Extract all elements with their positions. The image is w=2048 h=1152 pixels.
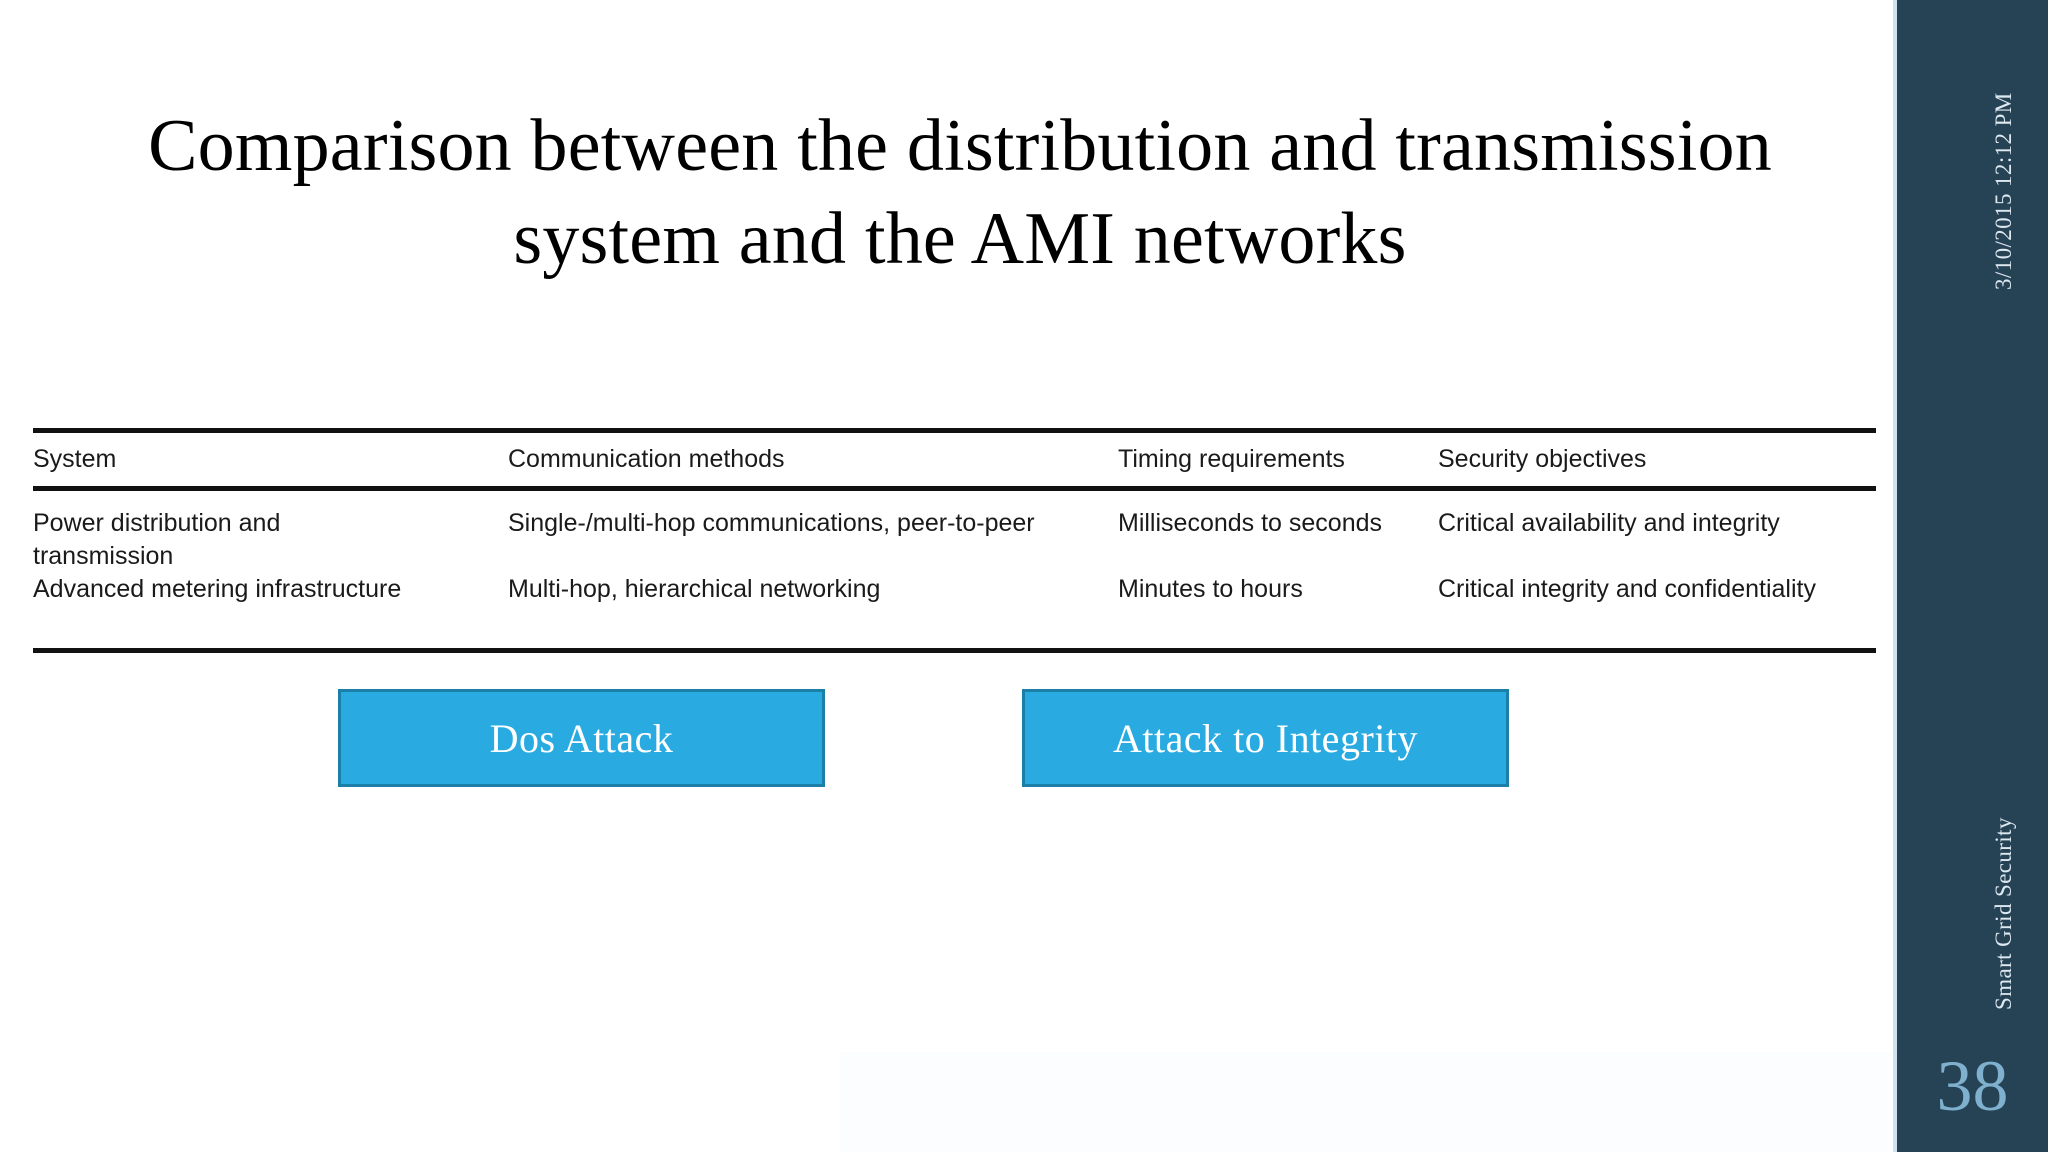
callout-attack-to-integrity[interactable]: Attack to Integrity <box>1022 689 1509 787</box>
column-header-communication-methods: Communication methods <box>508 445 785 473</box>
comparison-table: System Communication methods Timing requ… <box>33 428 1876 653</box>
sidebar: 3/10/2015 12:12 PM Smart Grid Security 3… <box>1897 0 2048 1152</box>
sidebar-footer-text: Smart Grid Security <box>1991 817 2016 1010</box>
sidebar-date-text: 3/10/2015 12:12 PM <box>1991 92 2016 290</box>
cell-timing-requirements: Minutes to hours <box>1118 575 1303 603</box>
table-row: Advanced metering infrastructure Multi-h… <box>33 573 1876 651</box>
slide-title: Comparison between the distribution and … <box>148 105 1772 280</box>
cell-system: Advanced metering infrastructure <box>33 575 402 603</box>
slide-number: 38 <box>1936 1046 2009 1126</box>
content-placeholder-shade <box>840 1052 1892 1152</box>
table-header-row: System Communication methods Timing requ… <box>33 430 1876 489</box>
cell-system-line1: Power distribution and <box>33 509 281 537</box>
cell-system-line2: transmission <box>33 542 174 570</box>
table-header: System Communication methods Timing requ… <box>33 430 1876 489</box>
cell-security-objectives: Critical availability and integrity <box>1438 509 1780 537</box>
callout-dos-attack[interactable]: Dos Attack <box>338 689 825 787</box>
sidebar-divider <box>1893 0 1897 1152</box>
comparison-table-container: System Communication methods Timing requ… <box>33 428 1876 653</box>
cell-system: Power distribution and transmission <box>33 489 508 574</box>
cell-communication-methods: Single-/multi-hop communications, peer-t… <box>508 509 1035 537</box>
column-header-timing-requirements: Timing requirements <box>1118 445 1345 473</box>
table-row: Power distribution and transmission Sing… <box>33 489 1876 574</box>
cell-timing-requirements: Milliseconds to seconds <box>1118 509 1383 537</box>
column-header-system: System <box>33 445 117 473</box>
column-header-security-objectives: Security objectives <box>1438 445 1647 473</box>
table-body: Power distribution and transmission Sing… <box>33 489 1876 651</box>
cell-communication-methods: Multi-hop, hierarchical networking <box>508 575 881 603</box>
cell-security-objectives: Critical integrity and confidentiality <box>1438 575 1816 603</box>
